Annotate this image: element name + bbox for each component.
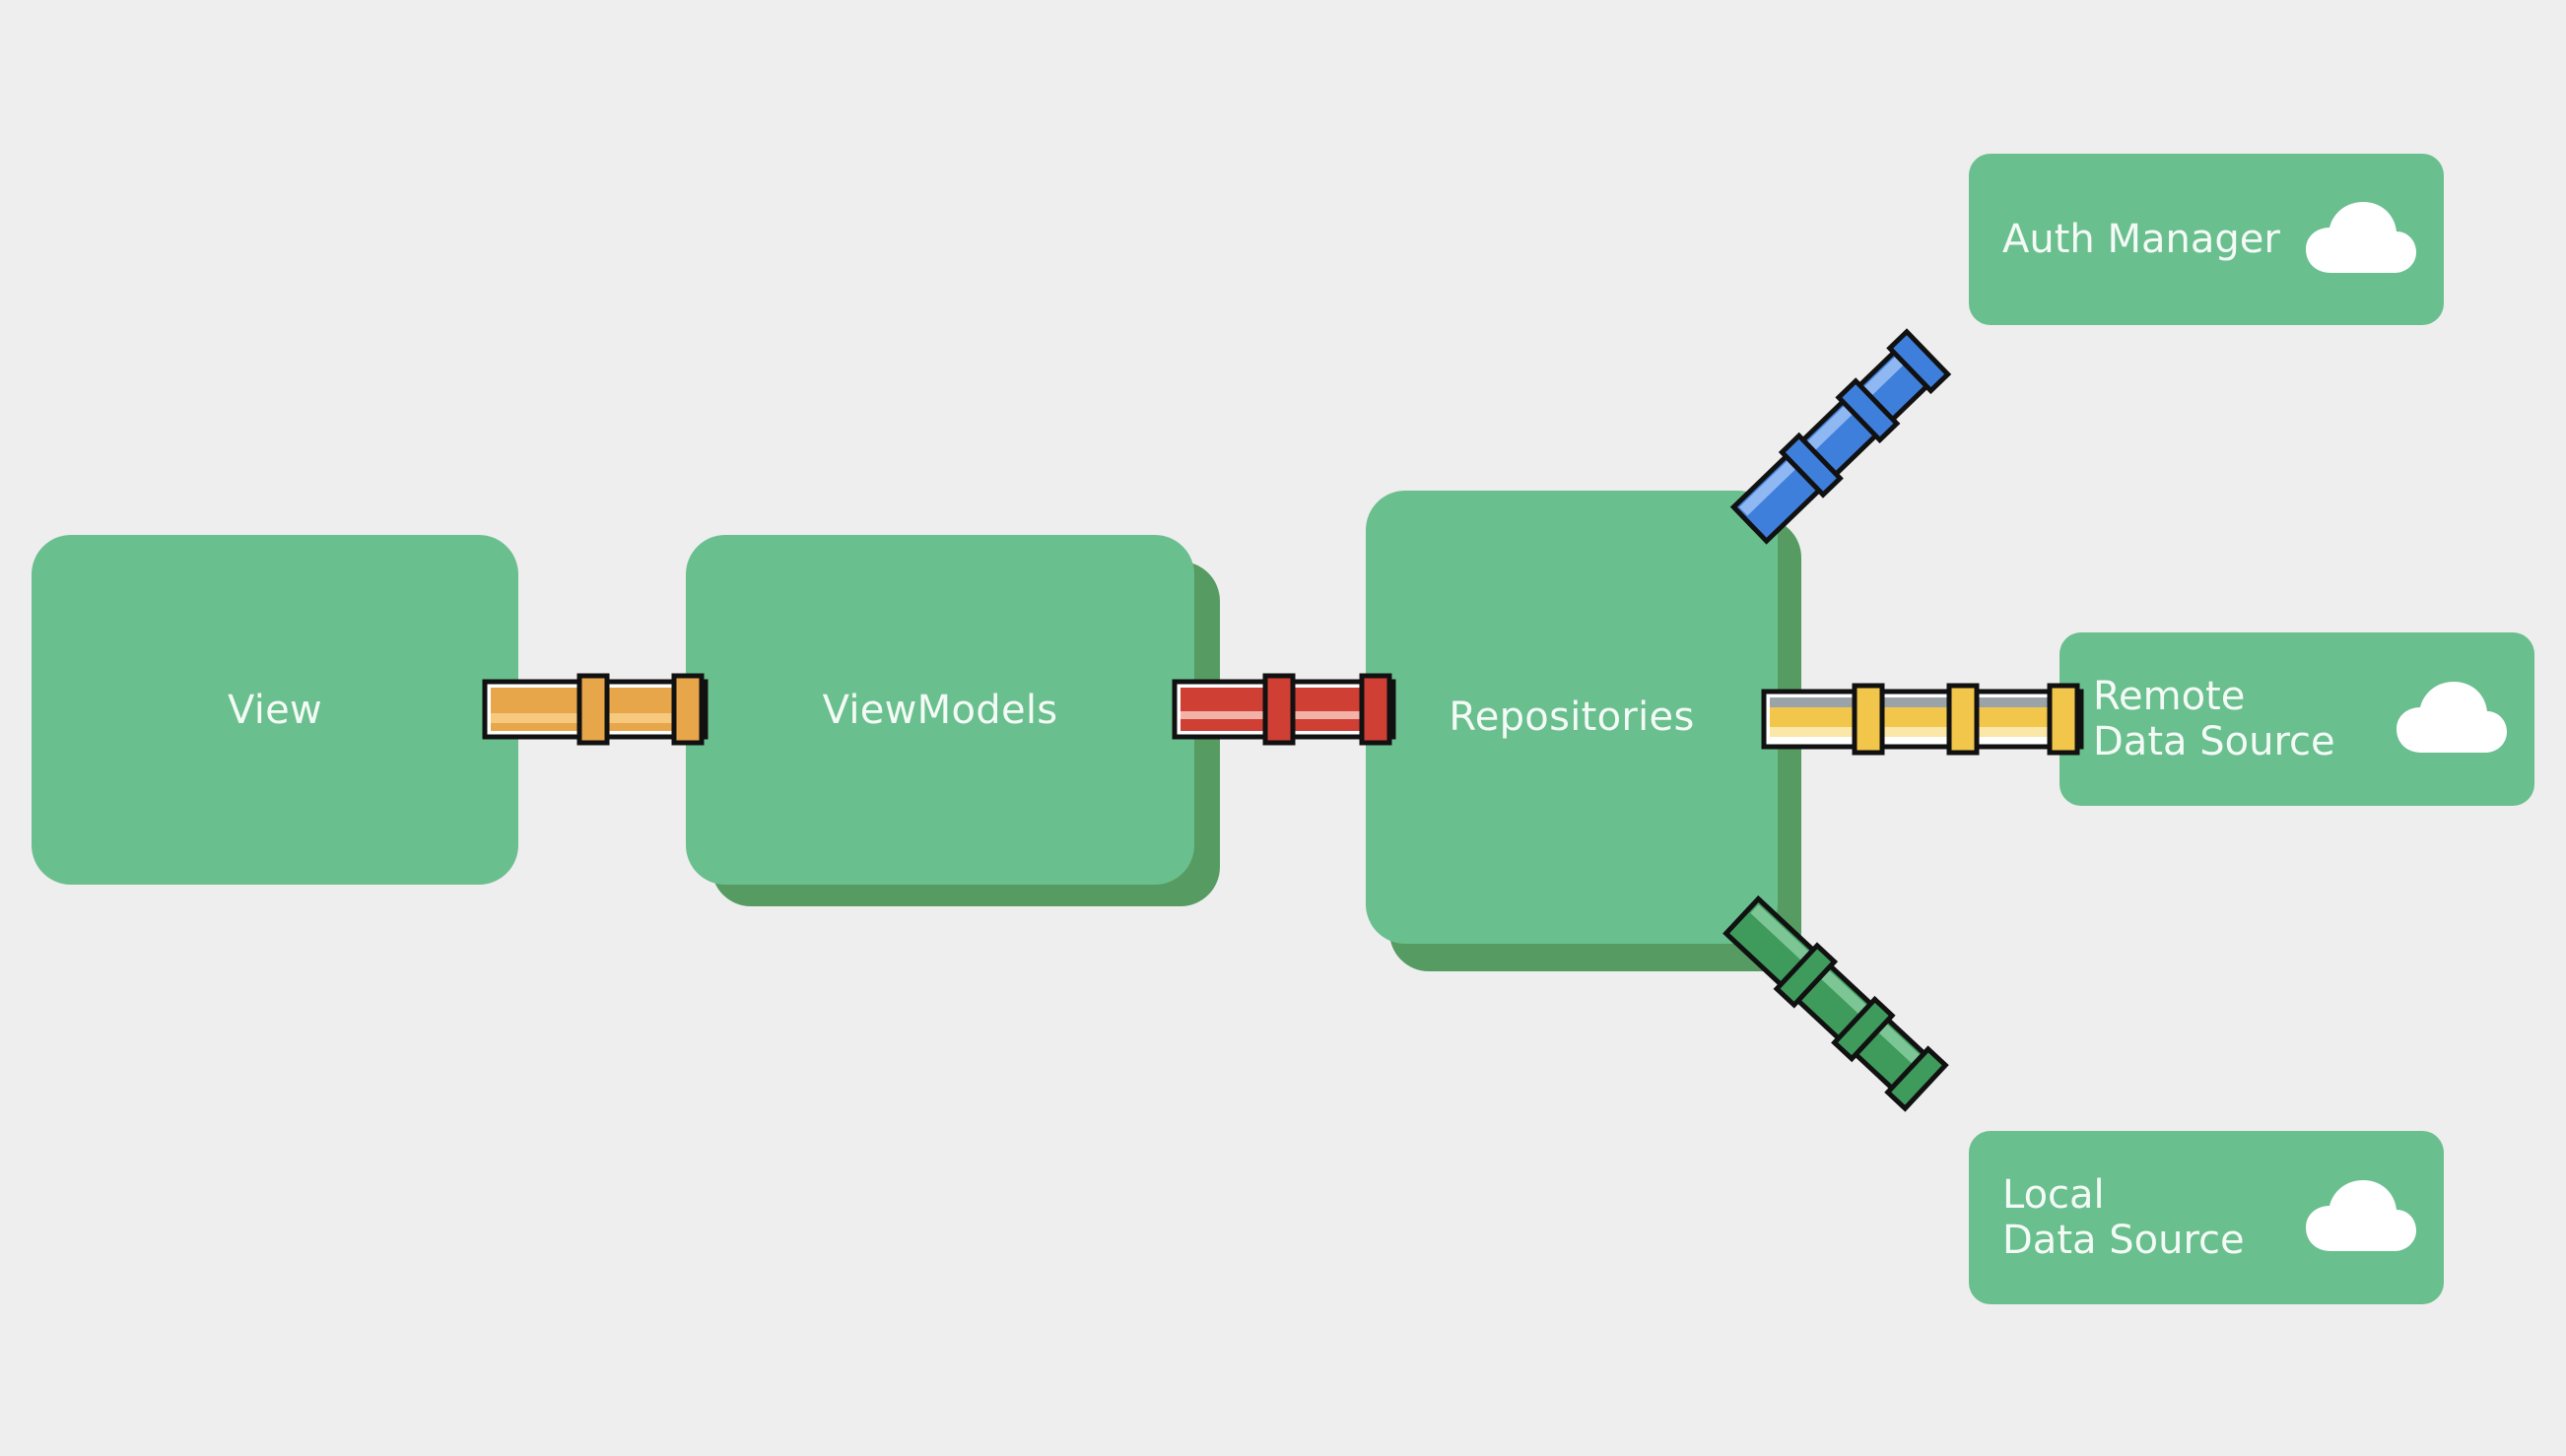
auth-manager-box: Auth Manager [1969, 154, 2444, 325]
viewmodels-label: ViewModels [822, 687, 1058, 733]
remote-data-source-label: Remote Data Source [2093, 674, 2335, 764]
pipe-viewmodels-repositories [1172, 673, 1396, 746]
pipe-repositories-remote [1761, 683, 2084, 756]
pipe-view-viewmodels [482, 673, 709, 746]
local-data-source-box: Local Data Source [1969, 1131, 2444, 1304]
view-box: View [32, 535, 518, 885]
viewmodels-box: ViewModels [686, 535, 1194, 885]
cloud-icon [2306, 1180, 2416, 1251]
view-label: View [227, 687, 323, 733]
remote-data-source-box: Remote Data Source [2060, 632, 2534, 806]
local-data-source-label: Local Data Source [2002, 1172, 2245, 1263]
cloud-icon [2306, 202, 2416, 273]
repositories-box: Repositories [1366, 491, 1778, 944]
pipe-repositories-local [1722, 894, 1949, 1112]
cloud-icon [2397, 682, 2507, 753]
auth-manager-label: Auth Manager [2002, 217, 2280, 262]
repositories-label: Repositories [1449, 695, 1695, 740]
pipe-repositories-auth [1729, 328, 1952, 545]
